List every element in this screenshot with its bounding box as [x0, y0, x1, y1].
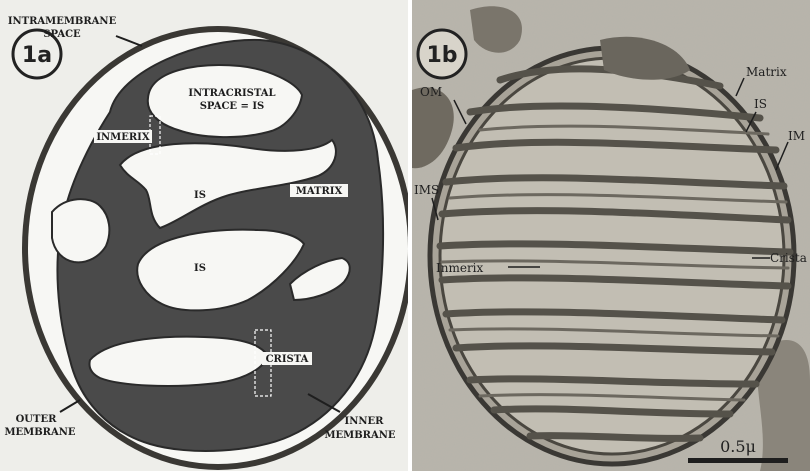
label-ims: IMS — [414, 183, 439, 197]
label-inner-membrane-line1: INNER — [345, 416, 385, 427]
label-intracristal-line1: INTRACRISTAL — [188, 88, 275, 99]
scale-bar — [688, 458, 788, 463]
label-inmerix-b: Inmerix — [436, 261, 484, 275]
label-om: OM — [420, 85, 442, 99]
panel-1b-label: 1b — [426, 43, 457, 68]
label-crista-b: Crista — [770, 251, 807, 265]
label-matrix-b: Matrix — [746, 65, 787, 79]
panel-1b: 1b OM Matrix IS IM IMS Inmerix Crista 0.… — [412, 0, 810, 471]
scale-bar-label: 0.5μ — [720, 437, 756, 456]
panel-divider — [408, 0, 412, 471]
label-im: IM — [788, 129, 805, 143]
label-is-upper: IS — [194, 190, 206, 201]
label-outer-membrane-line2: MEMBRANE — [4, 427, 75, 438]
label-matrix: MATRIX — [296, 186, 343, 197]
label-inner-membrane-line2: MEMBRANE — [324, 430, 395, 441]
label-outer-membrane-line1: OUTER — [16, 414, 57, 425]
label-intracristal-line2: SPACE = IS — [200, 101, 265, 112]
label-intramembrane-line2: SPACE — [43, 29, 81, 40]
left-crista-shape — [52, 199, 109, 262]
panel-1a: 1a INTRAMEMBRANE SPACE INTRACRISTAL SPAC… — [0, 0, 414, 471]
label-crista: CRISTA — [266, 354, 309, 365]
panel-1a-label: 1a — [22, 43, 52, 68]
label-is-lower: IS — [194, 263, 206, 274]
label-inmerix: INMERIX — [96, 132, 149, 143]
label-intramembrane-line1: INTRAMEMBRANE — [8, 16, 117, 27]
label-is-b: IS — [754, 97, 767, 111]
